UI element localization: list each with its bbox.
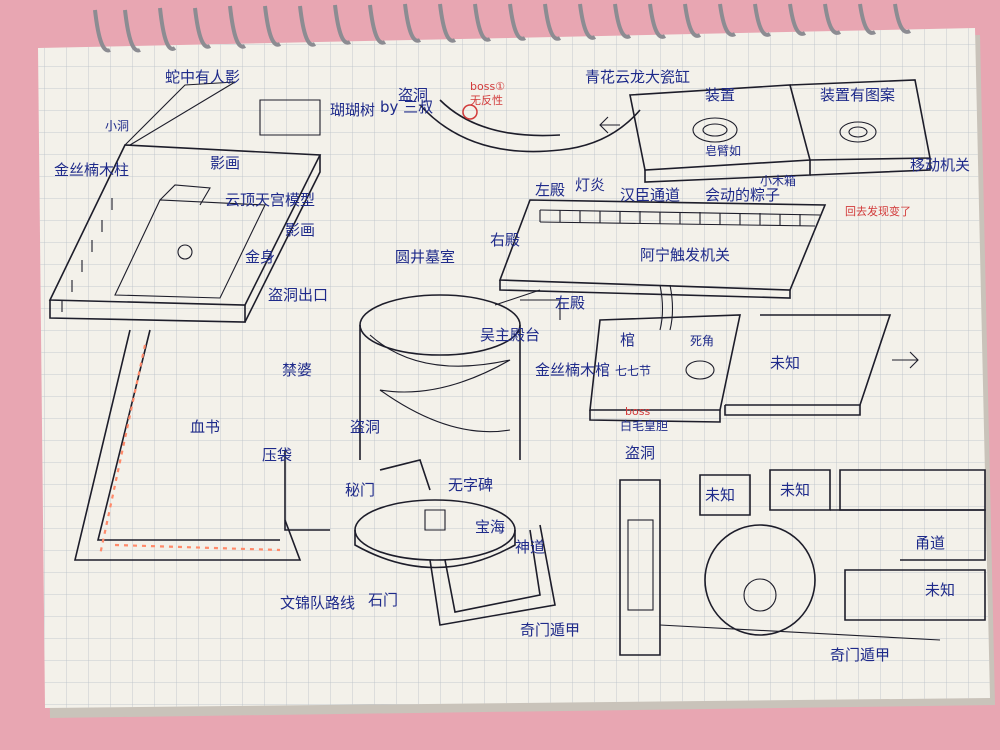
spiral-binding xyxy=(93,3,912,53)
long-corridor xyxy=(498,199,827,299)
label-shendao: 神道 xyxy=(515,538,545,556)
label-daodong-top: 盗洞 xyxy=(398,86,428,104)
label-unknown-b: 未知 xyxy=(780,481,810,499)
label-jinsi-mid: 金丝楠木棺 xyxy=(535,361,610,379)
label-yuanjing: 圆井墓室 xyxy=(395,248,455,266)
label-yazi: 压袋 xyxy=(262,446,292,464)
label-boss-mid: boss xyxy=(625,405,650,418)
left-columns xyxy=(61,198,113,312)
bottom-right-area xyxy=(619,469,986,656)
label-daodong-left: 盗洞 xyxy=(350,418,380,436)
label-yingbi: 影画 xyxy=(210,154,240,172)
round-tomb xyxy=(359,289,561,460)
label-guoguan: 棺 xyxy=(620,331,635,349)
label-move-switch: 移动机关 xyxy=(910,156,970,174)
label-huanyingzhe: 无反性 xyxy=(470,93,503,107)
label-boss1: boss① xyxy=(470,80,505,93)
label-yongdao: 甬道 xyxy=(915,534,945,552)
label-hutree: 瑚瑚树 xyxy=(330,101,375,119)
label-xiaomu: 小木箱 xyxy=(760,173,796,188)
left-route xyxy=(73,329,302,561)
label-unknown-a: 未知 xyxy=(705,486,735,504)
label-unknown-c: 未知 xyxy=(925,581,955,599)
top-right-rooms xyxy=(629,79,931,183)
left-hall xyxy=(48,81,322,323)
label-qimen-center: 奇门遁甲 xyxy=(520,621,580,639)
grid-paper xyxy=(38,28,990,708)
label-back-discover: 回去发现变了 xyxy=(845,204,911,218)
label-zuodian-mid: 左殿 xyxy=(555,294,585,312)
label-tongdao: 汉臣通道 xyxy=(620,186,680,204)
label-yunding: 云顶天宫模型 xyxy=(225,191,315,209)
label-mimen: 秘门 xyxy=(345,481,375,499)
label-shimen: 石门 xyxy=(368,591,398,609)
label-wuzibei: 无字碑 xyxy=(448,476,493,494)
bottom-hall xyxy=(284,450,556,626)
label-qimen-right: 奇门遁甲 xyxy=(830,646,890,664)
label-zhuangzhi-right: 装置有图案 xyxy=(820,86,895,104)
label-baodong: 宝海 xyxy=(475,518,505,536)
label-by-sanshu: by 三叔 xyxy=(380,98,433,116)
label-qinglong: 青花云龙大瓷缸 xyxy=(585,68,690,86)
label-peiji: 皂臂如 xyxy=(705,143,741,158)
label-snake-top: 蛇中有人影 xyxy=(165,68,240,86)
label-route: 文锦队路线 xyxy=(280,594,355,612)
label-yingbi2: 影画 xyxy=(285,221,315,239)
label-jinshen: 金身 xyxy=(245,248,275,266)
label-yisheng: 吴主殿台 xyxy=(480,326,540,344)
label-youdian: 右殿 xyxy=(490,231,520,249)
label-dengxian: 灯炎 xyxy=(575,176,605,194)
label-daodong-mid: 盗洞 xyxy=(625,444,655,462)
direction-arrows xyxy=(599,116,919,369)
label-ziding: 会动的粽子 xyxy=(705,186,780,204)
label-daodong-exit: 盗洞出口 xyxy=(268,286,328,304)
label-shiyu: 七七节 xyxy=(615,364,651,378)
label-bailian: 白毛皇胆 xyxy=(620,418,668,433)
middle-rooms xyxy=(589,284,892,423)
label-jinbo: 禁婆 xyxy=(282,361,312,379)
label-sizhou: 死角 xyxy=(690,334,714,348)
label-jinsi-left: 金丝楠木柱 xyxy=(54,161,129,179)
label-unknown-mid: 未知 xyxy=(770,354,800,372)
label-zuodian-top: 左殿 xyxy=(535,181,565,199)
label-agu: 阿宁触发机关 xyxy=(640,246,730,264)
label-xiaodong: 小洞 xyxy=(105,119,129,133)
label-xueshu: 血书 xyxy=(190,418,220,436)
label-zhuangzhi: 装置 xyxy=(705,86,735,104)
